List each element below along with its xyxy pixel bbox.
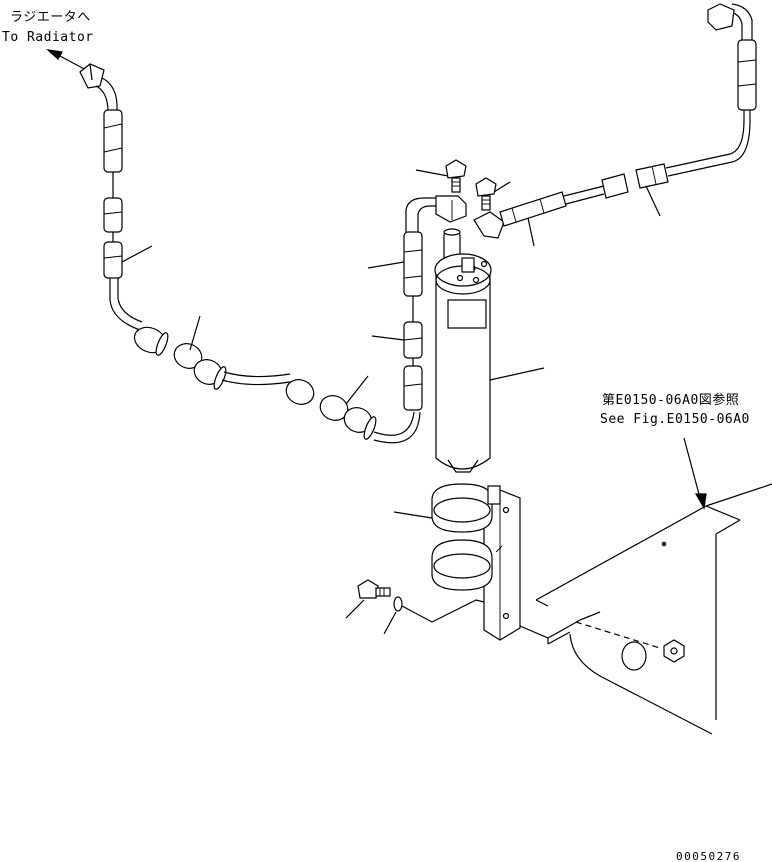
to-radiator-label-jp: ラジエータへ — [10, 10, 91, 25]
outlet-sleeve-1 — [601, 173, 629, 199]
drier-clamp-bracket — [431, 483, 521, 641]
left-hose-assembly — [79, 63, 421, 444]
clamp-upper — [431, 483, 493, 533]
hose-sleeve-d — [285, 379, 315, 405]
hose-line-lower-left — [109, 278, 141, 331]
outlet-hose-segment — [499, 191, 567, 227]
to-radiator-label-en: To Radiator — [2, 30, 94, 45]
frame-hole — [621, 641, 647, 671]
drier-outlet-hose — [473, 3, 757, 239]
bracket-washer — [393, 596, 403, 612]
protective-sleeve-1 — [103, 197, 123, 233]
outlet-sleeve-2 — [635, 163, 669, 189]
reference-label-jp: 第E0150-06A0図参照 — [602, 393, 740, 408]
outlet-elbow-fitting — [473, 211, 505, 239]
reference-label-en: See Fig.E0150-06A0 — [600, 412, 750, 427]
hose-segment-mid-upper — [403, 231, 423, 297]
frame-plate — [519, 483, 772, 735]
mounting-bolt-right — [475, 177, 497, 211]
mounting-bolt-left — [445, 159, 467, 193]
arrow-icon — [46, 49, 63, 60]
inlet-elbow-fitting — [435, 195, 467, 223]
hose-segment-upper — [103, 109, 123, 173]
to-radiator-arrow — [46, 49, 89, 72]
bracket-bolt — [357, 579, 391, 599]
drawing-number: 00050276 — [676, 850, 741, 862]
drier-inlet-hose — [403, 195, 467, 411]
drier-label-plate — [447, 299, 487, 329]
clamp-lower — [431, 539, 493, 591]
receiver-drier — [434, 228, 492, 473]
outlet-hose-upper — [737, 39, 757, 111]
arrow-icon — [694, 493, 707, 510]
arrow-icon-shaft — [59, 55, 89, 72]
protective-sleeve-2 — [103, 241, 123, 279]
hose-sleeve-mid-2 — [403, 365, 423, 411]
outlet-end-nut — [707, 3, 735, 31]
nut-facet — [89, 63, 93, 81]
